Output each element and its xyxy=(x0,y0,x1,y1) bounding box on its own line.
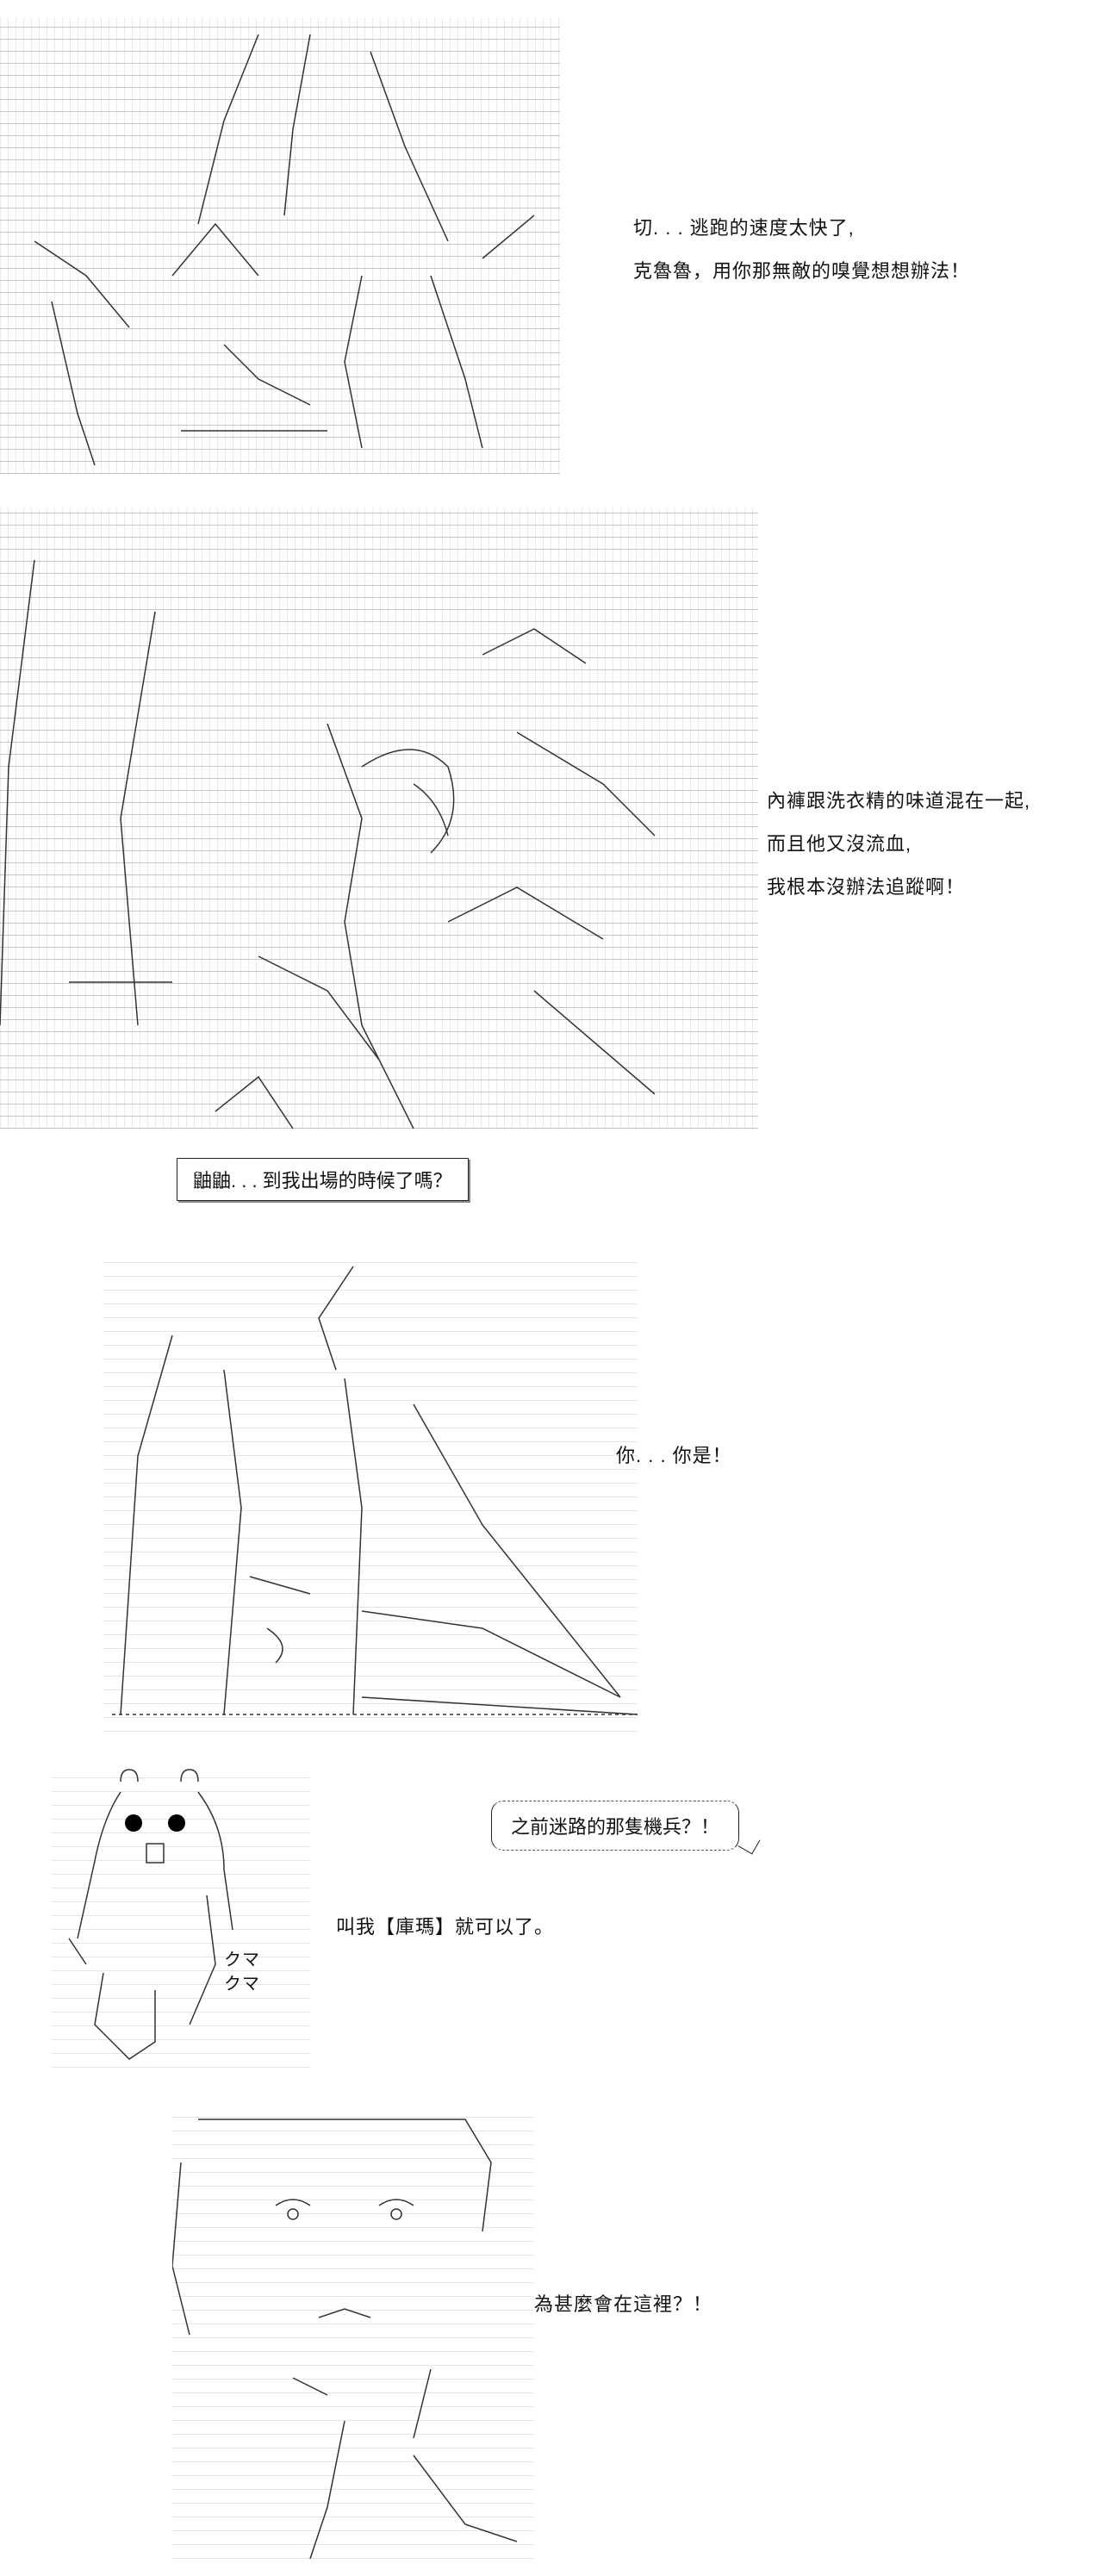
panel-3: 鼬鼬. . . 到我出場的時候了嗎？ xyxy=(0,1154,1120,1215)
speech-bubble: 之前迷路的那隻機兵？！ xyxy=(491,1801,740,1851)
panel-2: 內褲跟洗衣精的味道混在一起, 而且他又沒流血, 我根本沒辦法追蹤啊！ xyxy=(0,482,1120,1154)
ascii-art-lines xyxy=(34,34,535,466)
panel-1-line-2: 克魯魯，用你那無敵的嗅覺想想辦法！ xyxy=(633,260,971,282)
panel-2-line-3: 我根本沒辦法追蹤啊！ xyxy=(767,876,966,898)
kuma-eye-right xyxy=(168,1814,185,1832)
ascii-art-lines xyxy=(172,2119,518,2559)
panel-4: 你. . . 你是！ xyxy=(0,1215,1120,1749)
panel-6: 為甚麼會在這裡？！ xyxy=(0,2068,1120,2576)
panel-1-line-1: 切. . . 逃跑的速度太快了, xyxy=(633,217,855,239)
panel-1: 切. . . 逃跑的速度太快了, 克魯魯，用你那無敵的嗅覺想想辦法！ xyxy=(0,0,1120,482)
panel-5: クマ クマ 之前迷路的那隻機兵？！ 叫我【庫瑪】就可以了。 xyxy=(0,1749,1120,2068)
panel-5-line: 叫我【庫瑪】就可以了。 xyxy=(336,1916,555,1938)
ascii-art-lines xyxy=(0,559,656,1129)
panel-2-line-2: 而且他又沒流血, xyxy=(767,833,912,855)
ascii-art-cloaked-figure xyxy=(103,1249,638,1732)
kuma-nose xyxy=(146,1843,165,1864)
ascii-art-kuma-bear: クマ クマ xyxy=(52,1766,310,2068)
ascii-art-lines xyxy=(68,1769,233,2060)
panel-4-line: 你. . . 你是！ xyxy=(616,1445,732,1466)
ascii-art-lines xyxy=(112,1266,638,1715)
kuma-text-1: クマ xyxy=(224,1951,260,1969)
ascii-art-boy-surprised xyxy=(172,2111,534,2559)
panel-2-line-1: 內褲跟洗衣精的味道混在一起, xyxy=(767,790,1031,812)
kuma-text-2: クマ xyxy=(224,1975,260,1994)
caption-box: 鼬鼬. . . 到我出場的時候了嗎？ xyxy=(177,1158,469,1201)
ascii-art-dog-pursuer xyxy=(0,17,560,474)
panel-6-line: 為甚麼會在這裡？！ xyxy=(534,2293,713,2315)
ascii-art-crowd-scene xyxy=(0,508,758,1129)
speech-bubble-tail xyxy=(737,1832,761,1855)
kuma-eye-left xyxy=(125,1814,142,1832)
